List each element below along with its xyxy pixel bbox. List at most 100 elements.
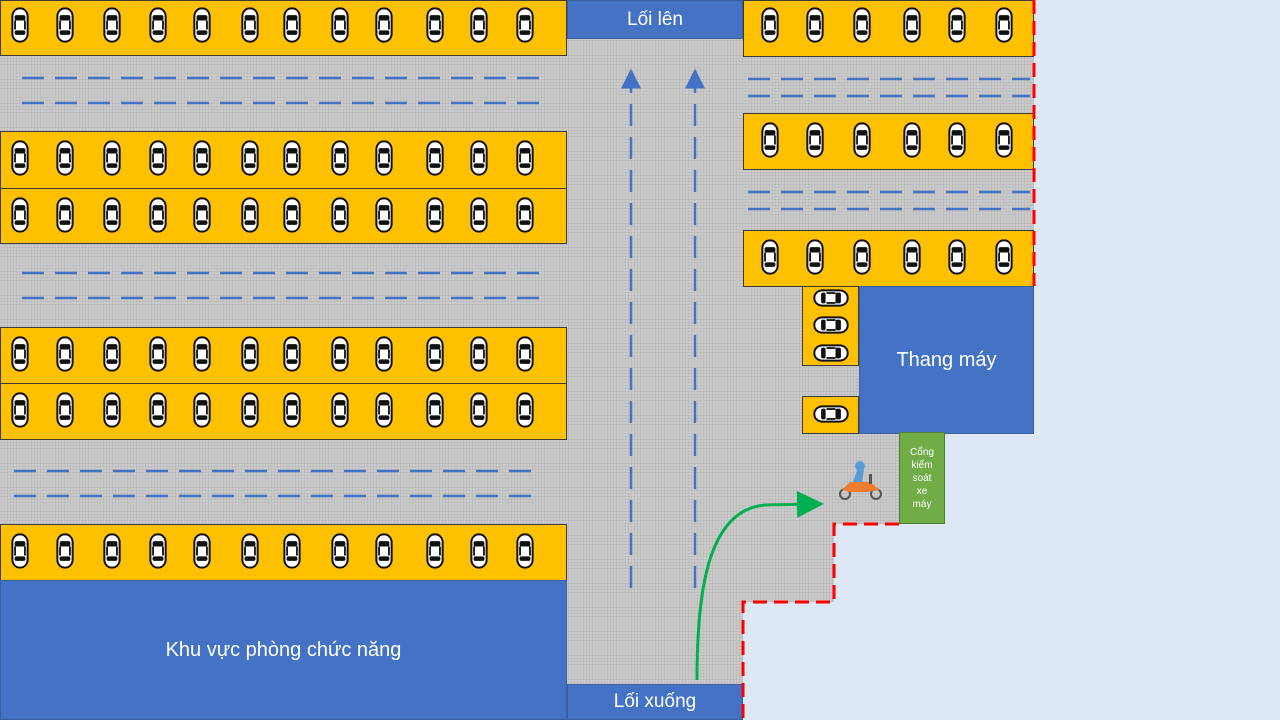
car-icon xyxy=(193,390,211,430)
car-icon xyxy=(470,195,488,235)
car-icon xyxy=(103,138,121,178)
car-icon xyxy=(426,390,444,430)
car-icon xyxy=(11,195,29,235)
car-icon xyxy=(331,138,349,178)
car-icon xyxy=(103,5,121,45)
entry-up-label: Lối lên xyxy=(567,0,743,39)
car-icon xyxy=(761,237,779,277)
parking-row xyxy=(743,0,1034,57)
car-icon xyxy=(375,195,393,235)
car-icon xyxy=(11,531,29,571)
car-icon xyxy=(193,334,211,374)
car-icon xyxy=(470,390,488,430)
car-icon xyxy=(103,195,121,235)
car-icon xyxy=(995,120,1013,160)
motorbike-rider-icon xyxy=(839,461,882,500)
car-icon xyxy=(241,5,259,45)
car-icon xyxy=(56,531,74,571)
car-icon xyxy=(903,5,921,45)
car-icon xyxy=(149,195,167,235)
car-icon xyxy=(11,138,29,178)
car-icon xyxy=(283,390,301,430)
car-icon xyxy=(149,138,167,178)
car-icon xyxy=(995,5,1013,45)
outside-area xyxy=(1034,0,1280,720)
car-icon xyxy=(426,138,444,178)
outside-area xyxy=(743,602,834,720)
car-icon xyxy=(241,390,259,430)
gate-text: Cổng xyxy=(910,446,934,458)
car-icon xyxy=(375,5,393,45)
car-icon xyxy=(331,5,349,45)
car-icon xyxy=(806,237,824,277)
car-icon xyxy=(375,390,393,430)
car-icon xyxy=(193,531,211,571)
car-icon xyxy=(375,334,393,374)
car-icon xyxy=(806,5,824,45)
car-icon xyxy=(241,195,259,235)
car-icon xyxy=(283,531,301,571)
car-icon xyxy=(853,120,871,160)
car-icon xyxy=(149,531,167,571)
car-icon xyxy=(241,138,259,178)
car-icon xyxy=(811,289,851,307)
car-icon xyxy=(903,120,921,160)
car-icon xyxy=(516,195,534,235)
car-icon xyxy=(149,334,167,374)
car-icon xyxy=(103,390,121,430)
car-icon xyxy=(149,390,167,430)
car-icon xyxy=(806,120,824,160)
car-icon xyxy=(56,334,74,374)
car-icon xyxy=(516,138,534,178)
car-icon xyxy=(761,120,779,160)
gate-text: soát xyxy=(912,472,932,484)
outside-area xyxy=(834,524,945,720)
car-icon xyxy=(11,5,29,45)
car-icon xyxy=(426,531,444,571)
car-icon xyxy=(811,316,851,334)
car-icon xyxy=(283,195,301,235)
car-icon xyxy=(375,138,393,178)
car-icon xyxy=(426,195,444,235)
car-icon xyxy=(56,390,74,430)
car-icon xyxy=(426,334,444,374)
car-icon xyxy=(283,138,301,178)
car-icon xyxy=(283,334,301,374)
car-icon xyxy=(948,237,966,277)
car-icon xyxy=(11,390,29,430)
car-icon xyxy=(193,138,211,178)
car-icon xyxy=(56,195,74,235)
car-icon xyxy=(516,5,534,45)
car-icon xyxy=(103,334,121,374)
car-icon xyxy=(193,195,211,235)
elevator-area: Thang máy xyxy=(859,286,1034,434)
car-icon xyxy=(516,531,534,571)
car-icon xyxy=(331,195,349,235)
car-icon xyxy=(193,5,211,45)
car-icon xyxy=(103,531,121,571)
car-icon xyxy=(149,5,167,45)
car-icon xyxy=(470,531,488,571)
car-icon xyxy=(331,334,349,374)
car-icon xyxy=(853,237,871,277)
gate-text: máy xyxy=(912,498,932,510)
car-icon xyxy=(811,405,851,423)
car-icon xyxy=(995,237,1013,277)
parking-row xyxy=(743,113,1034,170)
outside-area xyxy=(945,432,1034,720)
car-icon xyxy=(470,5,488,45)
car-icon xyxy=(241,531,259,571)
car-icon xyxy=(470,334,488,374)
route-arrow-icon xyxy=(695,490,824,681)
car-icon xyxy=(811,344,851,362)
car-icon xyxy=(375,531,393,571)
car-icon xyxy=(948,120,966,160)
car-icon xyxy=(470,138,488,178)
car-icon xyxy=(283,5,301,45)
gate-text: xe xyxy=(916,485,928,497)
car-icon xyxy=(761,5,779,45)
car-icon xyxy=(948,5,966,45)
gate-text: kiểm xyxy=(911,459,933,471)
